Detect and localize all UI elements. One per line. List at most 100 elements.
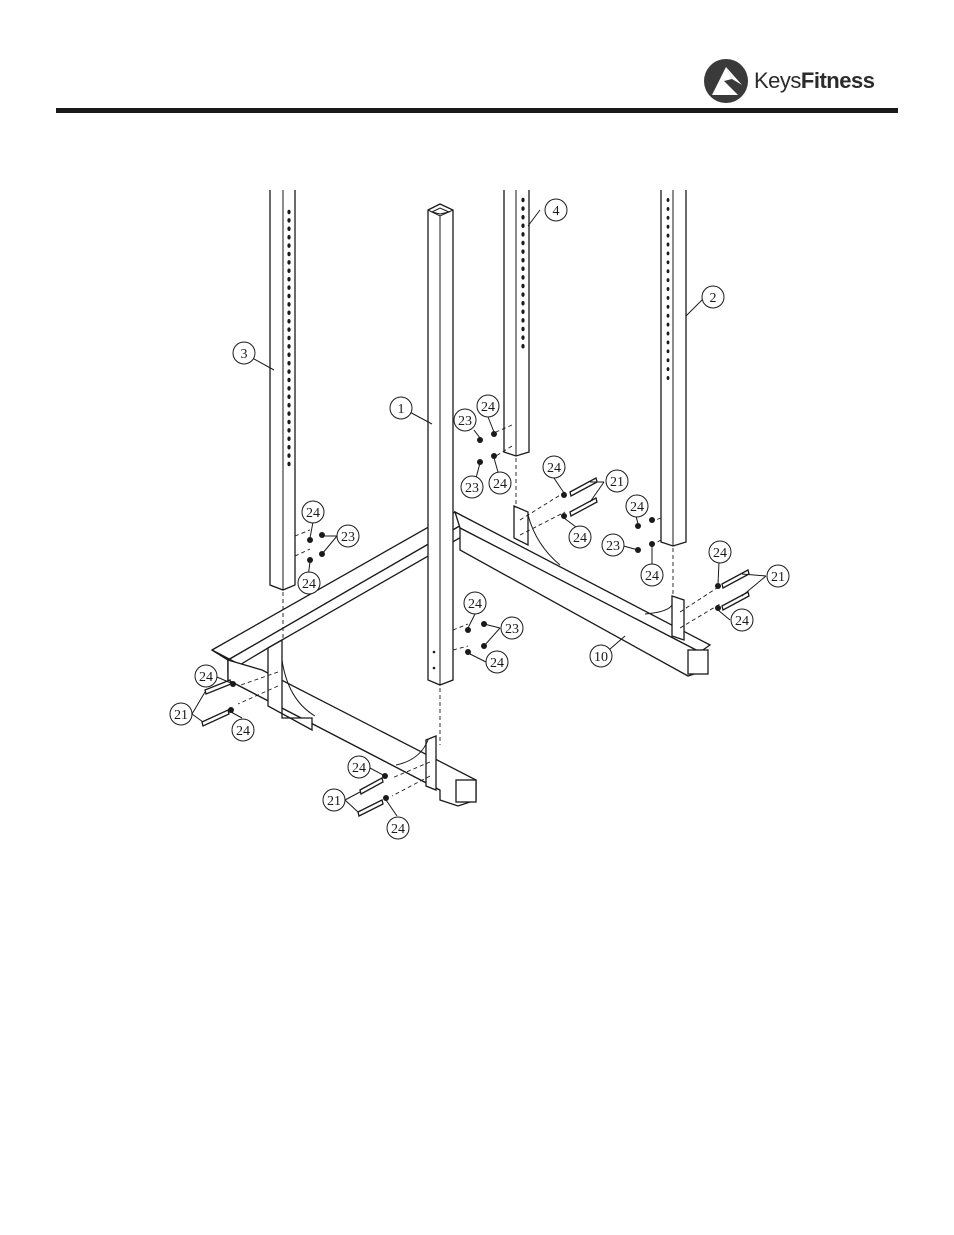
upright-hole: [521, 267, 524, 271]
upright-hole: [521, 206, 524, 210]
upright-hole: [667, 269, 670, 273]
upright-hole: [667, 340, 670, 344]
upright-hole: [667, 198, 670, 202]
callout-label: 21: [174, 708, 188, 723]
upright-hole: [287, 428, 290, 432]
upright-hole: [287, 437, 290, 441]
upright-hole: [521, 249, 524, 253]
callout-label: 23: [505, 622, 519, 637]
upright-hole: [667, 234, 670, 238]
upright-hole: [521, 318, 524, 322]
callout-label: 21: [771, 570, 785, 585]
callout-part-21: 21: [606, 470, 628, 492]
callout-label: 4: [553, 204, 560, 219]
upright-hole: [287, 369, 290, 373]
callout-base-10: 10: [590, 645, 612, 667]
upright-hole: [667, 251, 670, 255]
callout-label: 24: [493, 477, 507, 492]
upright-hole: [287, 311, 290, 315]
callout-label: 24: [302, 577, 316, 592]
upright-hole: [667, 287, 670, 291]
upright-hole: [287, 386, 290, 390]
callout-part-21: 21: [323, 789, 345, 811]
upright-hole: [521, 335, 524, 339]
callout-upright-1: 1: [390, 397, 412, 419]
upright-hole: [521, 301, 524, 305]
upright-hole: [667, 367, 670, 371]
upright-3: [270, 190, 295, 590]
upright-hole: [667, 207, 670, 211]
callout-part-23: 23: [501, 617, 523, 639]
callout-label: 2: [710, 291, 717, 306]
callout-label: 24: [199, 670, 213, 685]
callout-label: 21: [327, 794, 341, 809]
upright-hole: [287, 411, 290, 415]
upright-hole: [667, 296, 670, 300]
callout-part-24: 24: [464, 592, 486, 614]
callout-part-24: 24: [387, 817, 409, 839]
upright-hole: [287, 294, 290, 298]
upright-hole: [521, 344, 524, 348]
callout-label: 24: [236, 724, 250, 739]
upright-hole: [287, 420, 290, 424]
upright-hole: [287, 353, 290, 357]
callout-part-24: 24: [348, 756, 370, 778]
callout-label: 23: [606, 539, 620, 554]
upright-hole: [667, 216, 670, 220]
callout-label: 23: [458, 414, 472, 429]
callout-part-24: 24: [626, 495, 648, 517]
callout-label: 3: [241, 347, 248, 362]
callout-part-23: 23: [461, 476, 483, 498]
callout-label: 10: [594, 650, 608, 665]
upright-hole: [521, 215, 524, 219]
callout-label: 24: [490, 656, 504, 671]
callout-part-24: 24: [641, 564, 663, 586]
callout-label: 24: [547, 461, 561, 476]
upright-hole: [287, 336, 290, 340]
upright-hole: [287, 252, 290, 256]
upright-2-holes: [667, 198, 670, 380]
callout-label: 23: [341, 530, 355, 545]
upright-hole: [667, 358, 670, 362]
upright-hole: [287, 344, 290, 348]
callout-label: 24: [468, 597, 482, 612]
upright-hole: [287, 302, 290, 306]
upright-hole: [287, 319, 290, 323]
upright-hole: [521, 284, 524, 288]
callout-label: 1: [398, 402, 405, 417]
upright-hole: [287, 210, 290, 214]
upright-hole: [287, 260, 290, 264]
callout-part-24: 24: [489, 472, 511, 494]
upright-hole: [287, 395, 290, 399]
upright-hole: [521, 275, 524, 279]
upright-hole: [287, 378, 290, 382]
upright-hole: [667, 314, 670, 318]
callout-part-23: 23: [337, 525, 359, 547]
upright-hole: [667, 332, 670, 336]
upright-hole: [287, 361, 290, 365]
upright-hole: [287, 269, 290, 273]
upright-hole: [667, 260, 670, 264]
callout-part-24: 24: [569, 526, 591, 548]
upright-hole: [667, 243, 670, 247]
upright-1: [428, 204, 453, 685]
callout-part-24: 24: [298, 572, 320, 594]
callout-label: 24: [352, 761, 366, 776]
upright-hole: [287, 218, 290, 222]
upright-hole: [521, 292, 524, 296]
upright-hole: [287, 285, 290, 289]
upright-2: [661, 190, 686, 546]
upright-hole: [521, 241, 524, 245]
callout-part-23: 23: [454, 409, 476, 431]
upright-hole: [521, 232, 524, 236]
callout-part-24: 24: [731, 609, 753, 631]
upright-hole: [287, 227, 290, 231]
callout-part-24: 24: [709, 541, 731, 563]
upright-hole: [287, 445, 290, 449]
upright-hole: [287, 462, 290, 466]
upright-hole: [287, 453, 290, 457]
upright-hole: [667, 225, 670, 229]
upright-hole: [521, 327, 524, 331]
